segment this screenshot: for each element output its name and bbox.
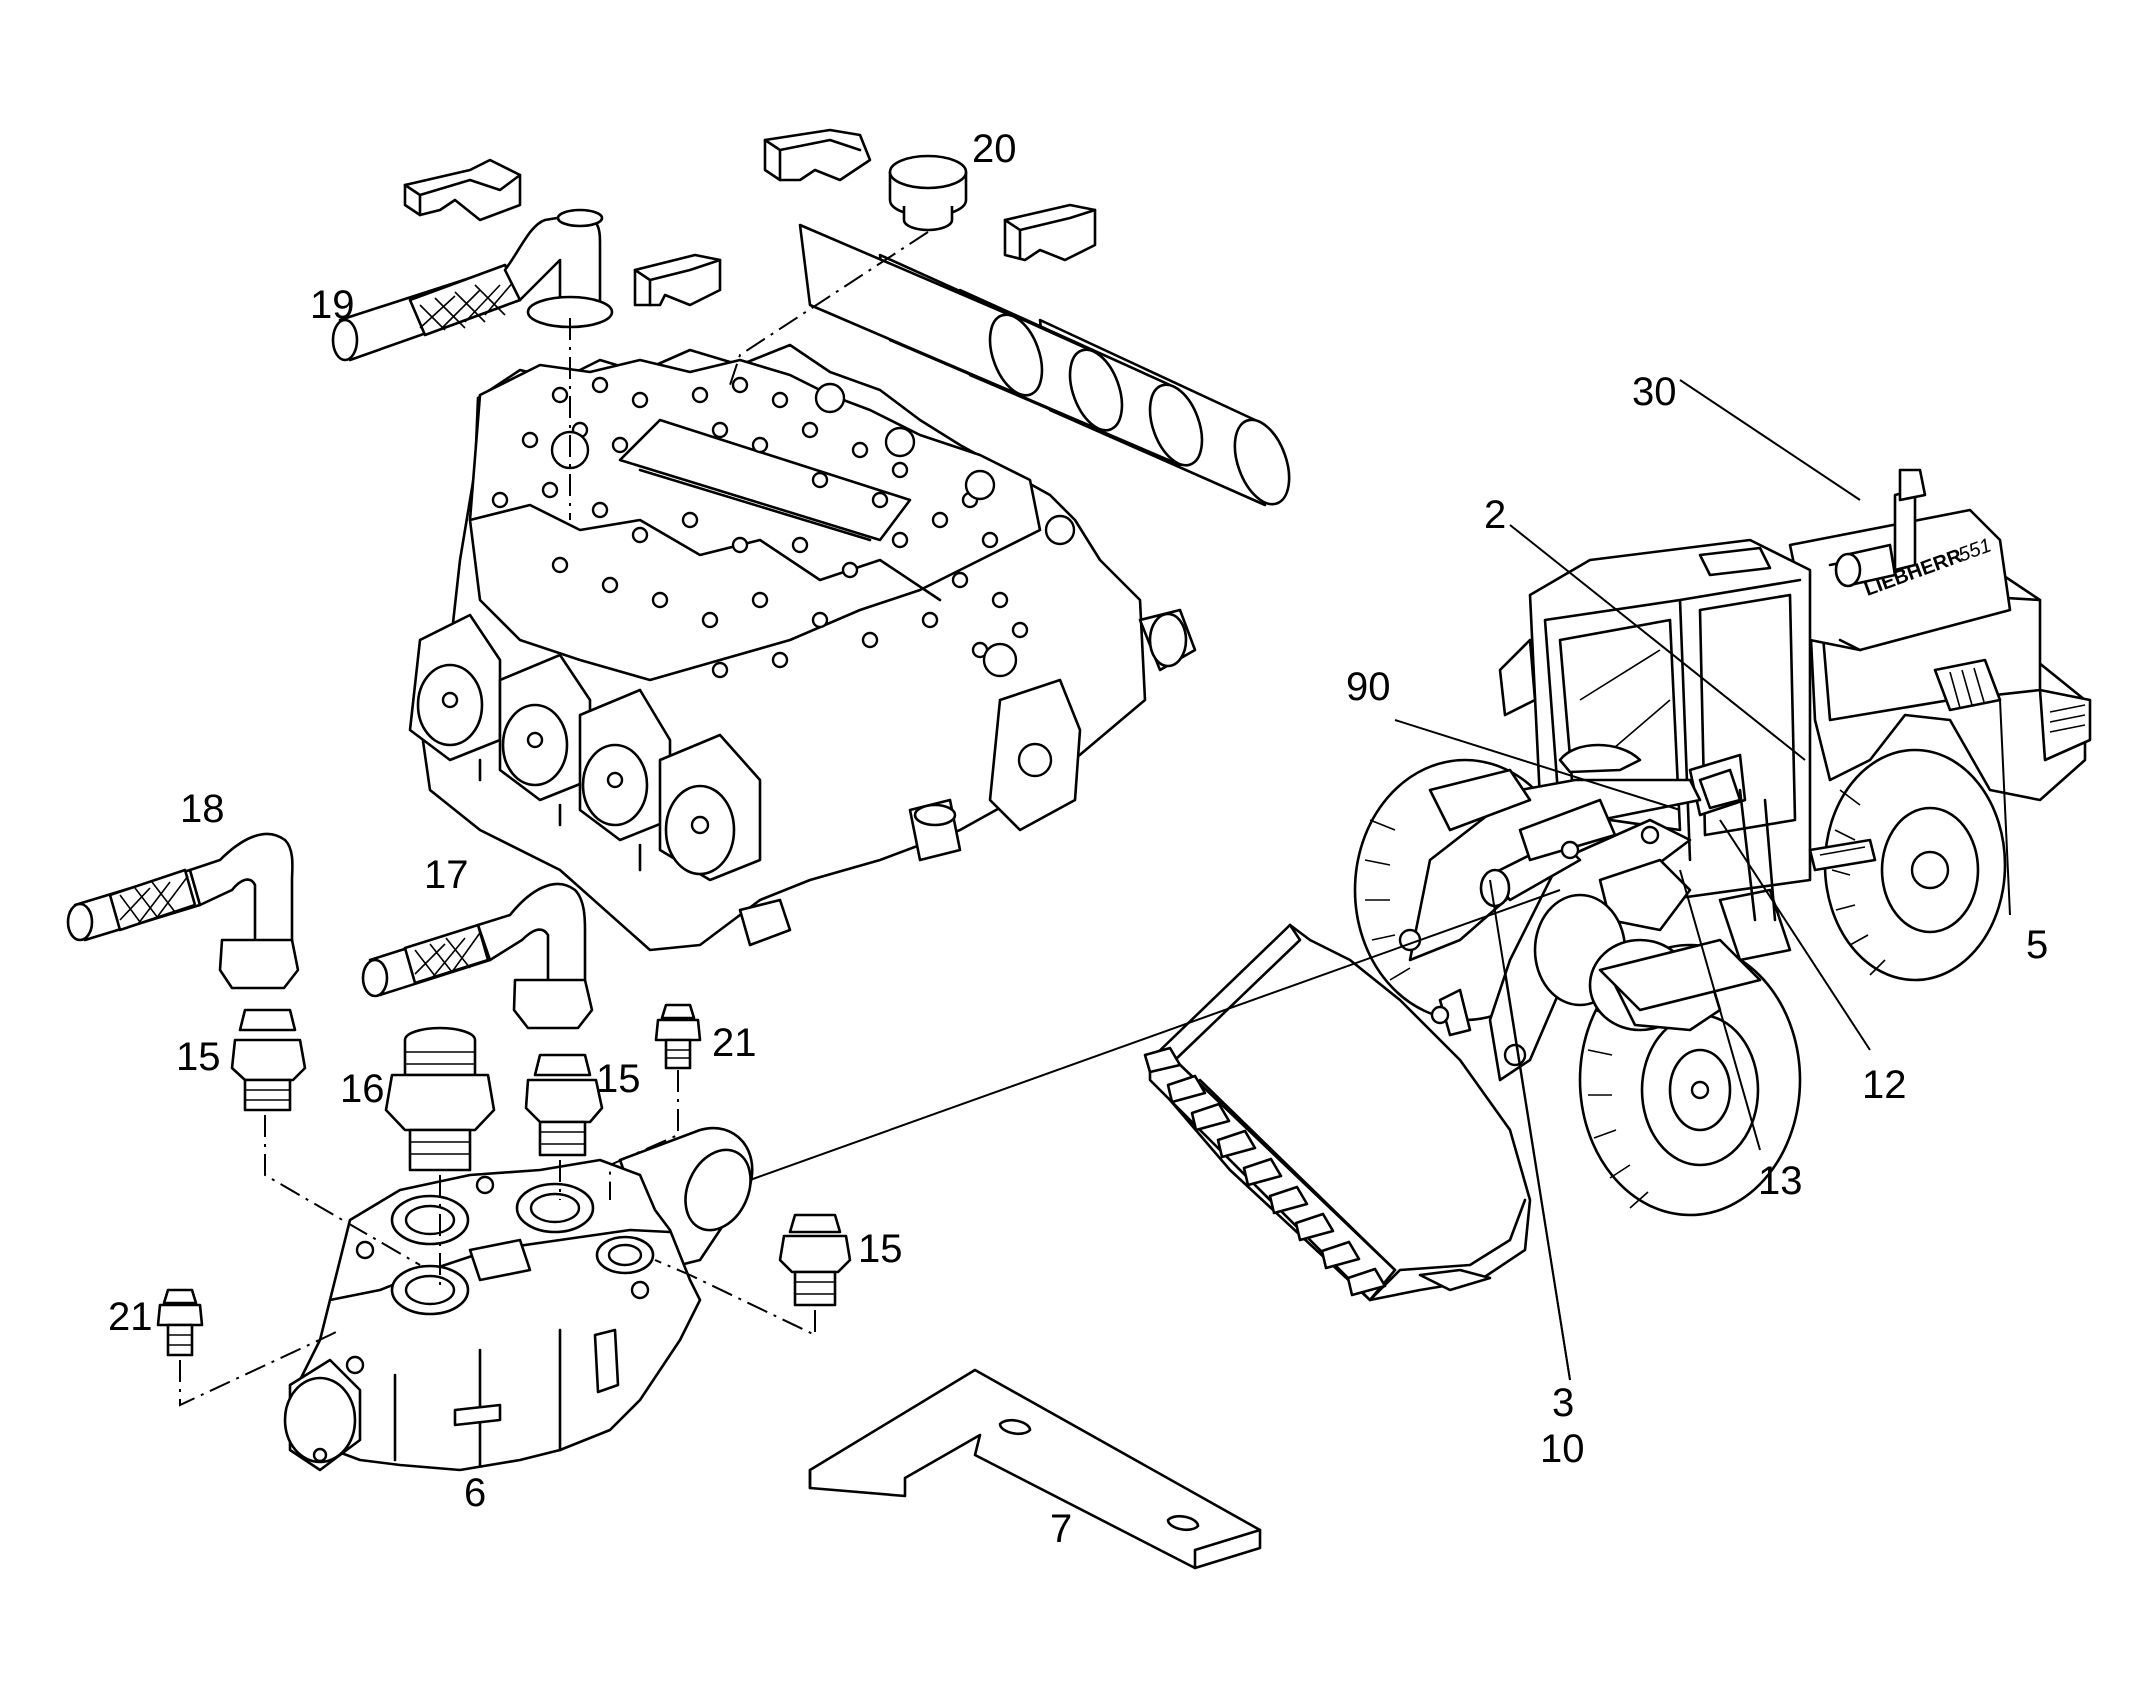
valve-end-caps	[408, 608, 1197, 947]
label-part-15-left: 15	[176, 1035, 221, 1079]
label-part-6: 6	[464, 1471, 486, 1515]
fitting-15-left	[230, 1008, 307, 1112]
label-part-19: 19	[310, 283, 355, 327]
label-part-2: 2	[1484, 493, 1506, 537]
valve-spool-cylinders	[798, 223, 1291, 507]
label-part-30: 30	[1632, 370, 1677, 414]
fitting-16	[384, 1026, 496, 1172]
label-part-21-bottom: 21	[108, 1295, 153, 1339]
label-part-18: 18	[180, 787, 225, 831]
label-part-21-top: 21	[712, 1021, 757, 1065]
label-part-17: 17	[424, 853, 469, 897]
fitting-15-mid	[524, 1053, 604, 1157]
leader-lines	[749, 379, 2011, 1381]
part-number-labels: 30 2 90 5 12 13 3 10 20 19 18 17 15 16 1…	[108, 127, 2048, 1551]
wheel-loader: LIEBHERR 551 551	[1143, 468, 2092, 1302]
label-part-16: 16	[340, 1067, 385, 1111]
mounting-bracket-7	[808, 1368, 1262, 1570]
label-part-7: 7	[1050, 1507, 1072, 1551]
label-part-15-right: 15	[858, 1227, 903, 1271]
hose-17	[361, 882, 594, 1030]
fitting-21-bottom	[156, 1288, 204, 1357]
fitting-21-top	[654, 1003, 702, 1070]
auxiliary-valve-6	[283, 1126, 754, 1472]
bucket-teeth	[1143, 1046, 1387, 1297]
label-part-20: 20	[972, 127, 1017, 171]
loader-bucket	[1143, 923, 1532, 1302]
flange-clamps	[403, 128, 1097, 307]
main-control-valve	[408, 223, 1291, 952]
alignment-lines	[179, 231, 929, 1407]
label-part-10: 10	[1540, 1427, 1585, 1471]
label-part-5: 5	[2026, 923, 2048, 967]
label-part-3: 3	[1552, 1381, 1574, 1425]
fitting-15-right	[778, 1213, 852, 1307]
rear-wheel	[1823, 748, 2007, 982]
valve-bolt-holes	[491, 376, 1029, 679]
cap-20	[888, 154, 968, 232]
label-part-12: 12	[1862, 1063, 1907, 1107]
label-part-13: 13	[1758, 1159, 1803, 1203]
label-part-15-mid: 15	[596, 1057, 641, 1101]
hose-18	[66, 832, 300, 990]
label-part-90: 90	[1346, 665, 1391, 709]
hose-19	[331, 208, 614, 362]
